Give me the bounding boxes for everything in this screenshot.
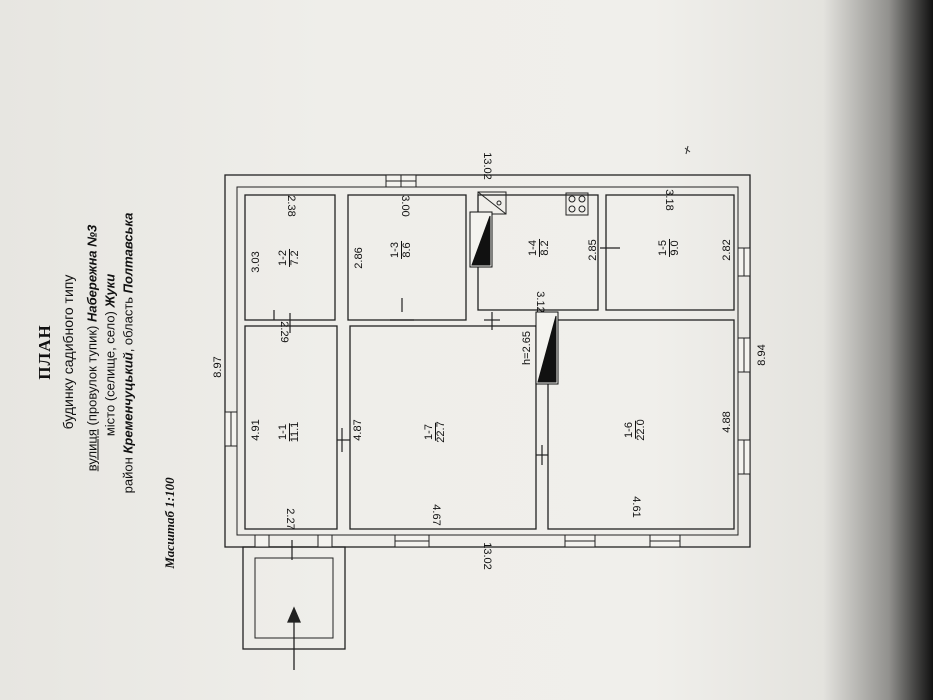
dim-overall-bottom: 13.02: [481, 542, 493, 570]
room-1-2-area: 7.2: [289, 250, 301, 266]
room-1-3-depth: 2.86: [353, 247, 365, 269]
dim-overall-left: 8.97: [212, 356, 224, 378]
room-1-7-area: 22.7: [435, 421, 447, 443]
room-1-1-depth: 4.91: [250, 419, 262, 441]
room-1-6-area: 22.0: [635, 419, 647, 441]
dim-overall-right: 8.94: [756, 344, 768, 366]
room-1-4-depth: 2.85: [587, 239, 599, 261]
page-edge-shadow: [823, 0, 933, 700]
room-1-2-depth: 3.03: [250, 251, 262, 273]
room-1-6-width: 4.61: [630, 496, 642, 518]
room-1-3-area: 8.6: [401, 242, 413, 258]
dim-corridor: 2.29: [278, 321, 290, 343]
ceiling-height: h=2.65: [521, 331, 533, 365]
room-1-3-width: 3.00: [399, 195, 411, 217]
room-1-7-depth: 4.87: [352, 419, 364, 441]
dim-overall-top: 13.02: [481, 152, 493, 180]
room-1-2-width: 2.38: [285, 195, 297, 217]
room-1-7-width: 4.67: [430, 504, 442, 526]
dim-kitchen-width: 3.12: [534, 291, 546, 313]
room-1-5-width: 3.18: [663, 189, 675, 211]
room-1-6-depth: 4.88: [721, 411, 733, 433]
room-1-5-depth: 2.82: [721, 239, 733, 261]
room-1-1-width: 2.27: [284, 508, 296, 530]
room-1-1-area: 11.1: [289, 421, 301, 443]
room-1-5-area: 9.0: [669, 240, 681, 256]
room-1-4-area: 8.2: [539, 240, 551, 256]
